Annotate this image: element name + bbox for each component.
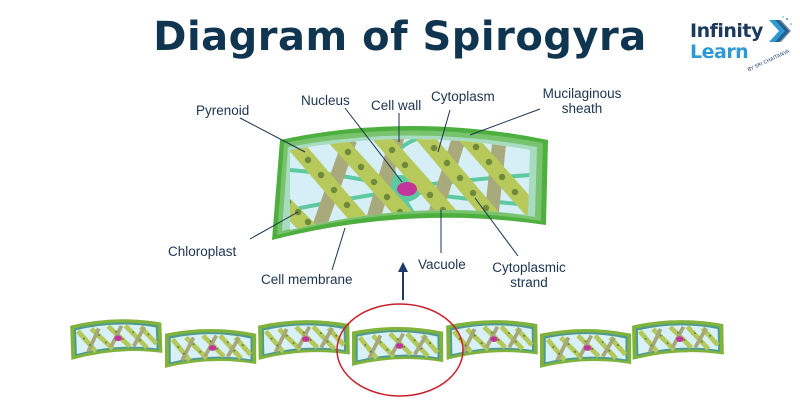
page-title: Diagram of Spirogyra [153,14,647,60]
label-nucleus: Nucleus [301,93,350,108]
filament-cell [540,329,631,368]
leader-mucilaginous-sheath [469,108,541,136]
label-mucilaginous-sheath: Mucilaginous sheath [532,86,632,116]
leader-pyrenoid [239,117,306,153]
label-cytoplasmic-strand: Cytoplasmic strand [484,260,574,290]
label-mucilaginous-line1: Mucilaginous [542,86,622,101]
label-cell-membrane: Cell membrane [261,272,353,287]
label-cytoplasm: Cytoplasm [431,89,495,104]
filament-cell [258,319,350,360]
label-pyrenoid: Pyrenoid [196,103,250,118]
leader-lines [239,107,541,271]
leader-cytoplasmic-strand [474,197,519,257]
filament-cell [446,319,538,360]
leader-cell-membrane [331,227,346,271]
label-vacuole: Vacuole [418,257,466,272]
label-mucilaginous-line2: sheath [561,101,603,116]
leader-nucleus [344,107,403,183]
leader-cytoplasm [437,109,451,153]
filament-cell [70,318,163,360]
filament-cell-highlighted [352,327,443,366]
nucleus [397,182,417,196]
label-cytoplasmic-line1: Cytoplasmic [492,260,566,275]
logo-text-infinity: Infinity [690,20,763,42]
zoom-arrow [398,262,408,300]
infinity-learn-logo: Infinity Learn BY SRI CHAITANYA [690,14,795,74]
label-cell-wall: Cell wall [371,98,422,113]
chevron-arrow-icon [769,16,792,42]
highlight-circle [336,303,464,397]
filament-cell [632,319,724,360]
filament-cell [165,329,256,368]
leader-chloroplast [249,211,299,240]
label-chloroplast: Chloroplast [168,244,237,259]
spirogyra-filament [70,318,724,368]
large-cell [272,126,548,240]
logo-text-learn: Learn [690,41,749,63]
label-cytoplasmic-line2: strand [510,275,548,290]
